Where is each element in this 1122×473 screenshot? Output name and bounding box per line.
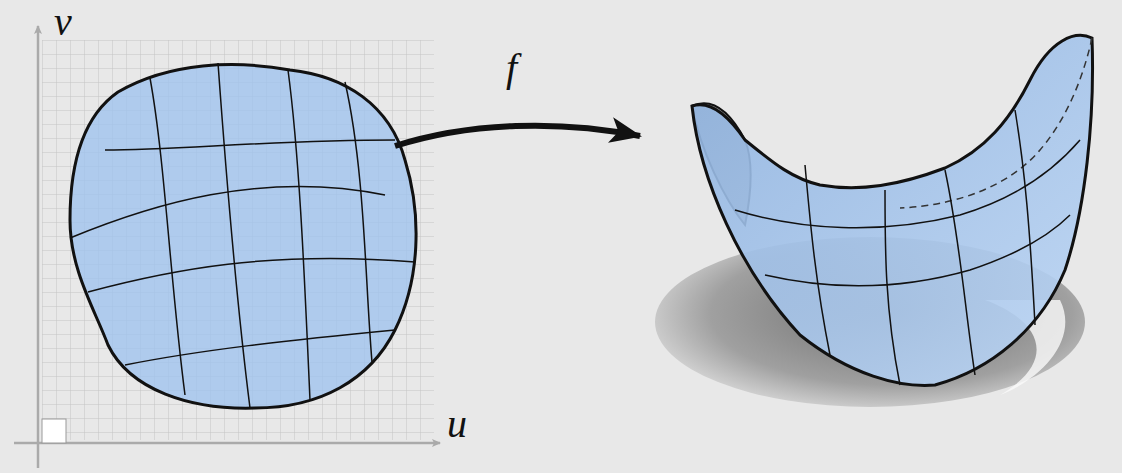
- surface-mesh: [735, 110, 1080, 385]
- saddle-surface: [692, 35, 1093, 385]
- parameter-domain: [70, 65, 416, 409]
- unit-square: [42, 419, 66, 443]
- u-axis: [14, 442, 440, 445]
- map-arrow: [395, 126, 640, 146]
- hidden-edge: [900, 38, 1092, 208]
- axis-label: u: [447, 404, 467, 444]
- domain-mesh: [70, 63, 415, 408]
- map-label: f: [506, 48, 517, 88]
- grid: [42, 40, 434, 440]
- v-axis: [37, 26, 40, 468]
- axis-label: v: [54, 2, 72, 42]
